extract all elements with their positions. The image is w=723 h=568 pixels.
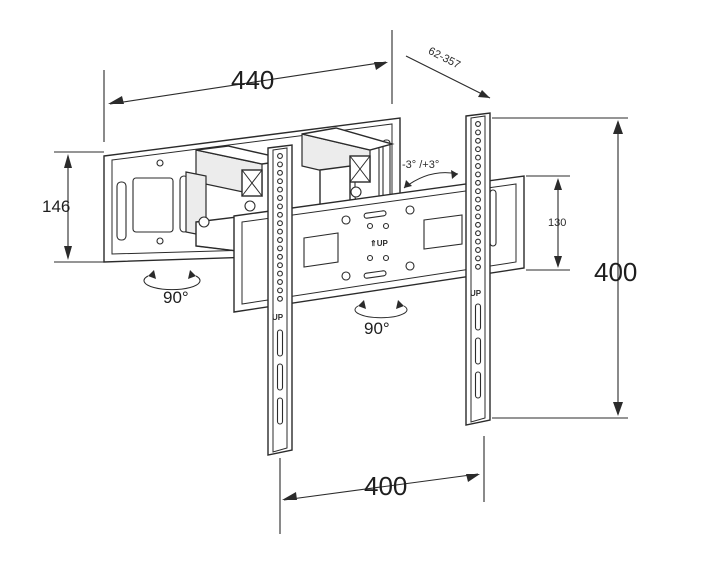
rail-hole — [277, 228, 283, 235]
rail-hole — [277, 295, 283, 302]
tilt-label: -3° /+3° — [402, 159, 439, 171]
rail-hole — [277, 195, 283, 201]
rail-slot — [474, 337, 482, 365]
dimension-440-label: 440 — [231, 65, 274, 95]
rail-hole — [475, 247, 481, 253]
swivel-left-label: 90° — [163, 288, 189, 307]
rail-hole — [277, 211, 283, 218]
rail-hole — [475, 154, 481, 161]
dimension-146-label: 146 — [42, 197, 70, 216]
rail-slot — [276, 363, 284, 391]
rail-hole — [475, 221, 481, 228]
dimension-400-width: 400 — [279, 436, 485, 534]
dimension-62-357-label: 62-357 — [426, 45, 462, 71]
rail-slot — [474, 303, 482, 331]
rail-hole — [277, 262, 283, 269]
left-rail: UP — [267, 144, 293, 456]
left-rail-up-label: UP — [272, 313, 284, 322]
right-rail: UP — [465, 112, 491, 426]
dimension-400-width-label: 400 — [364, 471, 407, 501]
tv-plate: ⇑UP — [233, 175, 525, 313]
rail-hole — [277, 237, 283, 243]
rail-hole — [475, 146, 481, 153]
rail-hole — [475, 238, 481, 245]
rail-hole — [277, 186, 283, 193]
rail-hole — [277, 153, 283, 159]
rail-slot — [276, 397, 284, 425]
dimension-440: 440 — [103, 30, 393, 142]
up-marking: ⇑UP — [370, 239, 388, 248]
rail-hole — [277, 203, 283, 210]
rail-hole — [277, 178, 283, 185]
tilt-indicator: -3° /+3° — [402, 159, 459, 189]
rail-hole — [475, 188, 481, 195]
dimension-146: 146 — [42, 151, 104, 263]
right-rail-up-label: UP — [470, 289, 482, 298]
rail-hole — [277, 287, 283, 294]
rail-hole — [277, 270, 283, 277]
dimension-400-height-label: 400 — [594, 257, 637, 287]
rail-hole — [277, 169, 283, 176]
rail-hole — [475, 179, 481, 186]
swivel-left-indicator: 90° — [143, 270, 201, 307]
rail-hole — [475, 230, 481, 237]
dimension-130: 130 — [526, 175, 570, 271]
dimension-62-357: 62-357 — [405, 45, 491, 99]
rail-slot — [276, 329, 284, 357]
swivel-center-label: 90° — [364, 319, 390, 338]
rail-hole — [475, 137, 481, 144]
rail-hole — [277, 161, 283, 168]
swivel-center-indicator: 90° — [354, 300, 408, 338]
rail-slot — [474, 371, 482, 399]
rail-hole — [475, 205, 481, 211]
rail-hole — [475, 121, 481, 127]
dimension-400-height: 400 — [492, 117, 637, 419]
rail-hole — [475, 163, 481, 169]
rail-hole — [475, 255, 481, 262]
rail-hole — [475, 129, 481, 136]
rail-hole — [475, 263, 481, 270]
rail-hole — [277, 245, 283, 252]
rail-hole — [277, 253, 283, 260]
rail-hole — [475, 196, 481, 203]
rail-hole — [475, 213, 481, 220]
dimension-130-label: 130 — [548, 217, 566, 229]
rail-hole — [277, 220, 283, 227]
rail-hole — [475, 171, 481, 178]
rail-hole — [277, 279, 283, 285]
